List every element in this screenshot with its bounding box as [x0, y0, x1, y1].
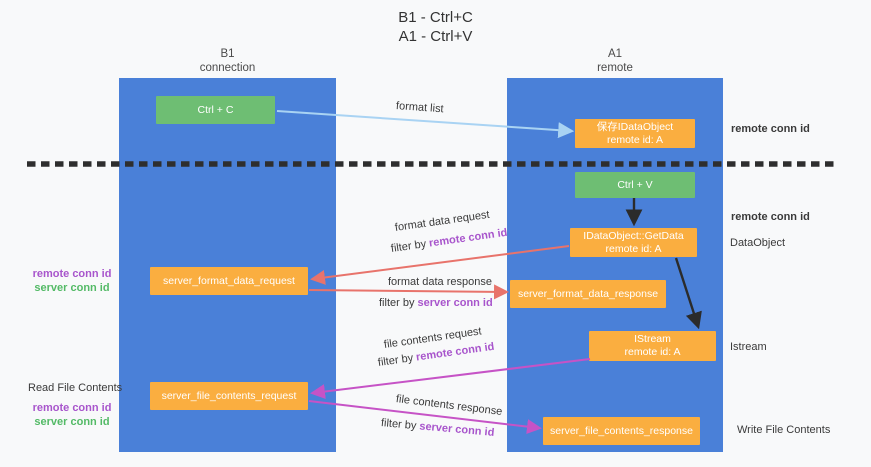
left-format-remote-conn-id: remote conn id [32, 268, 112, 280]
node-file-response-label: server_file_contents_response [549, 424, 693, 437]
server-conn-id-key: server conn id [417, 297, 493, 309]
node-istream-line1: IStream [634, 333, 671, 345]
right-remote-conn-id-top: remote conn id [731, 123, 810, 135]
lane-b1-name: B1 [220, 48, 235, 60]
left-file-conn-ids: remote conn id server conn id [20, 401, 124, 429]
node-save-idataobject-line2: remote id: A [606, 133, 664, 146]
remote-conn-id-key: remote conn id [428, 226, 509, 250]
node-getdata-line2: remote id: A [605, 242, 662, 255]
node-server-file-contents-request: server_file_contents_request [150, 382, 308, 410]
node-getdata-line1: IDataObject::GetData [583, 229, 684, 242]
node-server-format-data-response: server_format_data_response [510, 280, 666, 308]
istream-label: Istream [730, 341, 767, 353]
node-save-idataobject-line1: 保存IDataObject [596, 120, 674, 133]
node-server-format-data-request: server_format_data_request [150, 267, 308, 295]
write-file-contents-label: Write File Contents [737, 424, 831, 436]
filter-by-text: filter by [379, 297, 418, 309]
node-format-response-label: server_format_data_response [517, 287, 659, 300]
filter-by-text: filter by [390, 237, 430, 255]
left-file-server-conn-id: server conn id [34, 416, 110, 428]
filter-by-text: filter by [377, 351, 417, 369]
right-remote-conn-id-mid: remote conn id [731, 211, 810, 223]
lane-a1-name: A1 [607, 48, 623, 60]
title-line-1: B1 - Ctrl+C [398, 9, 473, 26]
node-save-idataobject: 保存IDataObject remote id: A [575, 119, 695, 148]
node-istream: IStream remote id: A [589, 331, 716, 361]
left-format-conn-ids: remote conn id server conn id [20, 267, 124, 295]
left-format-server-conn-id: server conn id [34, 282, 110, 294]
node-idataobject-getdata: IDataObject::GetData remote id: A [570, 228, 697, 257]
node-ctrl-v: Ctrl + V [575, 172, 695, 198]
node-server-file-contents-response: server_file_contents_response [543, 417, 700, 445]
server-conn-id-key: server conn id [418, 420, 495, 439]
format-data-response-label: format data response [388, 276, 492, 288]
lane-a1-role: remote [597, 62, 633, 74]
node-ctrl-c: Ctrl + C [156, 96, 275, 124]
node-istream-line2: remote id: A [624, 346, 681, 358]
left-file-remote-conn-id: remote conn id [32, 402, 112, 414]
format-data-response-arrow [308, 284, 509, 300]
read-file-contents-label: Read File Contents [28, 382, 123, 394]
format-list-label: format list [395, 100, 444, 116]
node-format-request-label: server_format_data_request [163, 274, 295, 287]
dataobject-label: DataObject [730, 237, 786, 249]
node-ctrl-c-label: Ctrl + C [197, 103, 234, 116]
filter-by-text: filter by [380, 417, 420, 433]
file-contents-response-filter-label: filter by server conn id [380, 417, 494, 439]
node-ctrl-v-label: Ctrl + V [617, 178, 653, 191]
lane-b1-role: connection [199, 62, 256, 74]
format-data-response-filter-label: filter by server conn id [379, 297, 493, 309]
file-contents-response-label: file contents response [395, 393, 503, 418]
diagram-title: B1 - Ctrl+C A1 - Ctrl+V [0, 8, 871, 46]
lane-header-a1: A1 remote [507, 47, 723, 75]
node-file-request-label: server_file_contents_request [161, 389, 297, 402]
title-line-2: A1 - Ctrl+V [398, 28, 473, 45]
lane-header-b1: B1 connection [119, 47, 336, 75]
